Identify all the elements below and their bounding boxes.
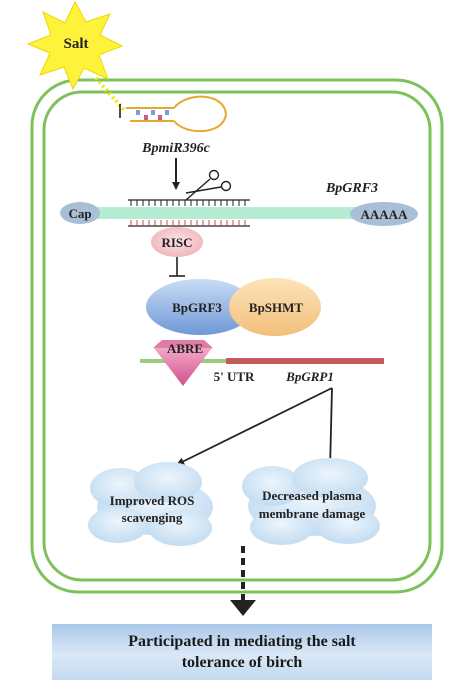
cell-wall-outer [30,78,444,594]
conclusion-line-2: tolerance of birch [181,654,303,671]
salt-burst-icon [26,0,124,91]
abre-label: ABRE [167,341,203,356]
ros-line-1: Improved ROS [110,493,195,508]
shmt-protein-oval [229,278,321,336]
target-gene-label: BpGRF3 [325,181,378,196]
mrna-band [92,207,362,219]
cap-label: Cap [68,206,91,221]
mirna-duplex-comb [128,199,250,227]
utr-label: 5' UTR [214,369,255,384]
conclusion-line-1: Participated in mediating the salt [128,633,356,650]
membrane-line-1: Decreased plasma [262,488,362,503]
mirna-label: BpmiR396c [141,141,210,156]
scissors-icon [185,169,232,201]
cell-wall-inner [42,90,432,582]
polya-oval [350,202,418,226]
risc-label: RISC [161,235,192,250]
polya-label: AAAAA [361,207,409,222]
ros-cloud [88,462,213,546]
arrow-to-membrane [326,387,335,471]
conclusion-banner: Participated in mediating the salt toler… [52,624,432,680]
abre-top [153,340,213,348]
abre-element [154,348,212,386]
conclusion-arrowhead-icon [230,600,256,616]
salt-label: Salt [63,36,88,52]
grf3-protein-label: BpGRF3 [172,300,222,315]
shmt-protein-label: BpSHMT [249,300,304,315]
mirna-hairpin-icon [126,95,228,133]
membrane-line-2: membrane damage [259,506,366,521]
risc-oval [151,227,203,257]
membrane-cloud [242,458,380,545]
grp1-label: BpGRP1 [285,369,334,384]
arrow-to-ros [176,387,333,465]
grf3-protein-oval [146,279,254,335]
cap-oval [60,202,100,224]
ros-line-2: scavenging [122,510,183,525]
